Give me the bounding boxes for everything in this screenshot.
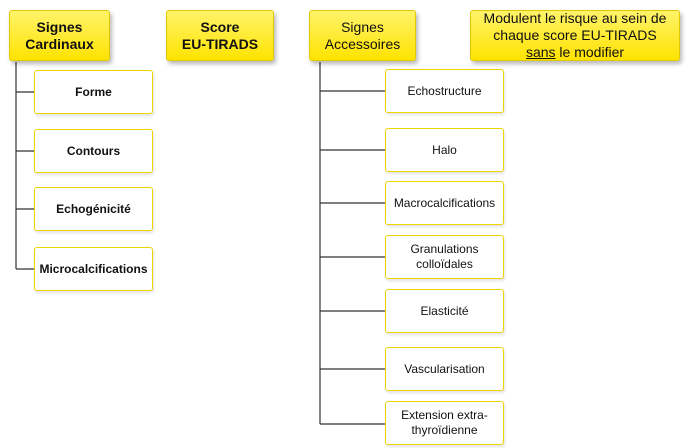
header-score-eu-tirads: Score EU-TIRADS [166, 10, 274, 61]
accessoire-item-granulations-colloidales: Granulations colloïdales [385, 235, 504, 279]
cardinal-item-label: Contours [66, 143, 121, 158]
header-score-line-1: Score [200, 18, 240, 35]
note-line-3: sans le modifier [526, 44, 624, 61]
accessoire-item-label-line-1: Granulations [410, 242, 479, 256]
header-score-line-2: EU-TIRADS [181, 35, 259, 52]
note-line-3-rest: le modifier [555, 44, 625, 60]
accessoire-item-label-line-2: colloïdales [416, 257, 473, 271]
header-signes-accessoires: Signes Accessoires [309, 10, 416, 61]
cardinal-item-label: Forme [75, 84, 112, 99]
note-modulent-le-risque: Modulent le risque au sein de chaque sco… [470, 10, 680, 61]
cardinal-item-forme: Forme [34, 70, 153, 114]
note-line-1: Modulent le risque au sein de [483, 10, 667, 26]
header-cardinaux-line-1: Signes [36, 18, 83, 35]
accessoire-item-label: Halo [432, 142, 457, 157]
accessoire-item-echostructure: Echostructure [385, 69, 504, 113]
accessoire-item-vascularisation: Vascularisation [385, 347, 504, 391]
header-accessoires-line-2: Accessoires [324, 35, 401, 52]
cardinal-item-echogenicite: Echogénicité [34, 187, 153, 231]
accessoire-item-extension-extra-thyroidienne: Extension extra- thyroïdienne [385, 401, 504, 445]
accessoire-item-label-line-2: thyroïdienne [411, 423, 478, 437]
accessoire-item-label: Echostructure [407, 83, 482, 98]
cardinal-item-label: Echogénicité [56, 201, 131, 216]
header-accessoires-line-1: Signes [341, 18, 384, 35]
header-cardinaux-line-2: Cardinaux [25, 35, 94, 52]
note-line-2: chaque score EU-TIRADS [493, 27, 657, 43]
cardinal-item-contours: Contours [34, 129, 153, 173]
cardinal-item-microcalcifications: Microcalcifications [34, 247, 153, 291]
accessoire-item-label: Elasticité [420, 303, 469, 318]
accessoire-item-label: Macrocalcifications [393, 195, 496, 210]
note-sans-underlined: sans [525, 44, 556, 60]
accessoire-item-elasticite: Elasticité [385, 289, 504, 333]
accessoire-item-halo: Halo [385, 128, 504, 172]
cardinal-item-label: Microcalcifications [39, 261, 148, 276]
header-signes-cardinaux: Signes Cardinaux [9, 10, 110, 61]
accessoire-item-macrocalcifications: Macrocalcifications [385, 181, 504, 225]
accessoire-item-label-line-1: Extension extra- [401, 408, 488, 422]
accessoire-item-label: Vascularisation [404, 361, 485, 376]
